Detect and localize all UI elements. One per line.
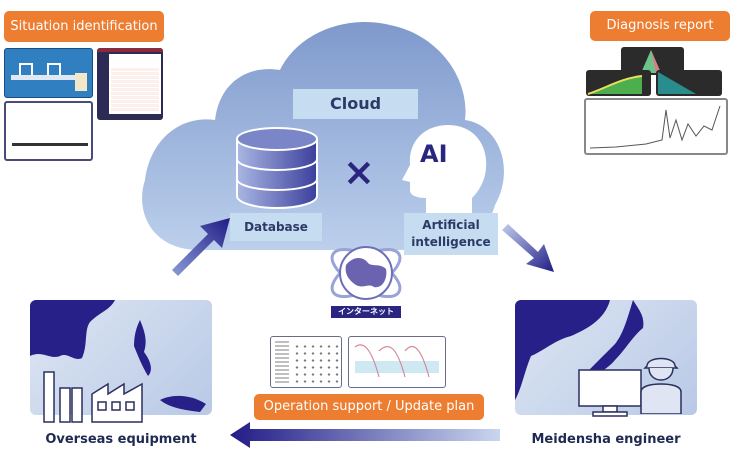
- diagnosis-label: Diagnosis report: [590, 11, 730, 41]
- database-label: Database: [230, 213, 322, 241]
- factory-icon: [43, 371, 143, 423]
- engineer-caption: Meidensha engineer: [531, 432, 681, 447]
- overseas-caption: Overseas equipment: [45, 432, 197, 447]
- monitor-icon: [578, 369, 642, 417]
- curve-diagram-thumbnail: [586, 70, 651, 96]
- decay-curve-thumbnail: [348, 336, 446, 388]
- cloud-label: Cloud: [293, 89, 418, 119]
- times-symbol: ×: [343, 150, 375, 194]
- gradient-diagram-thumbnail: [656, 70, 722, 96]
- scada-screen-thumbnail: [4, 48, 93, 98]
- diagnosis-chart-thumbnail: [584, 98, 728, 155]
- trend-chart-thumbnail: [4, 101, 93, 161]
- scatter-table-thumbnail: [270, 336, 342, 388]
- ai-glyph: AI: [420, 140, 448, 168]
- operation-label: Operation support / Update plan: [254, 394, 484, 420]
- feedback-arrow-icon: [230, 422, 500, 448]
- database-icon: [236, 127, 318, 209]
- internet-badge: インターネット: [330, 305, 402, 319]
- globe-icon: [330, 246, 402, 300]
- engineer-icon: [640, 357, 682, 414]
- ai-label: Artificial intelligence: [404, 213, 498, 255]
- alarm-list-thumbnail: [97, 48, 163, 120]
- situation-label: Situation identification: [4, 11, 164, 42]
- ai-head-icon: [402, 125, 487, 215]
- upload-arrow-icon: [172, 218, 230, 276]
- download-arrow-icon: [502, 224, 554, 272]
